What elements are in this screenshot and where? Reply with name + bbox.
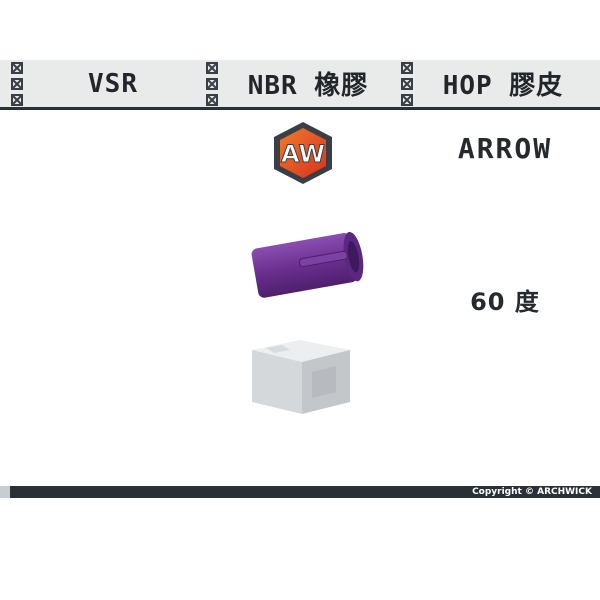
footer-bar: Copyright © ARCHWICK — [0, 486, 600, 498]
footer-accent — [0, 486, 10, 498]
header-decoration-icon — [206, 62, 220, 106]
header-decoration-icon — [401, 62, 415, 106]
header-decoration-icon — [11, 62, 25, 106]
brand-name: ARROW — [457, 132, 553, 165]
package-box-icon — [252, 340, 350, 414]
aw-hexagon-logo-icon: AW — [274, 122, 332, 184]
header-bar: VSR NBR 橡膠 HOP 膠皮 — [0, 60, 600, 110]
header-part-label: HOP 膠皮 — [442, 71, 564, 101]
hardness-value: 60 度 — [470, 288, 540, 316]
logo-letters: AW — [281, 140, 325, 168]
hop-up-bucking-icon — [251, 231, 364, 298]
header-material-label: NBR 橡膠 — [247, 71, 369, 101]
header-model-label: VSR — [88, 68, 138, 99]
copyright-text: Copyright © ARCHWICK — [472, 487, 592, 497]
